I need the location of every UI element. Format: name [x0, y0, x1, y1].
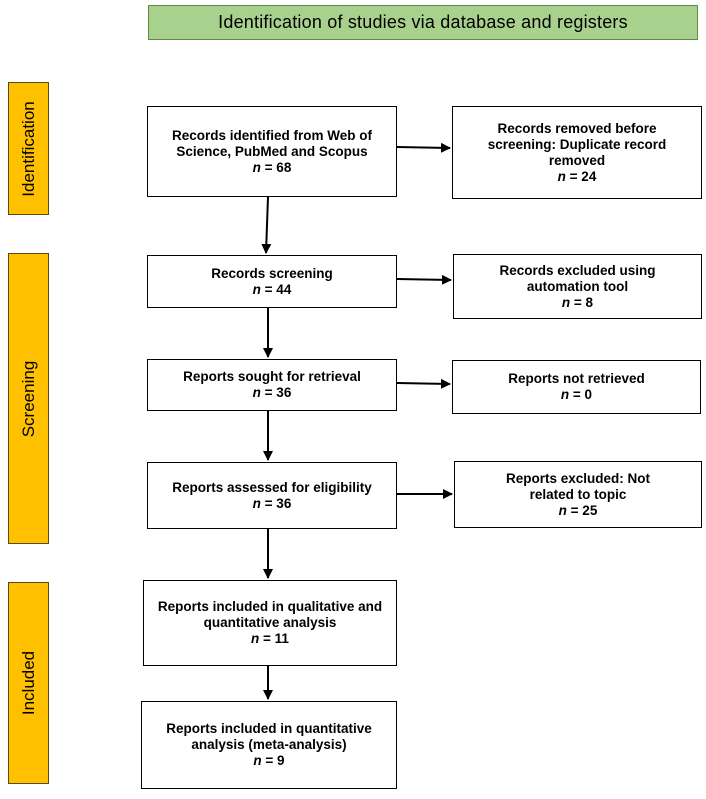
reports-excluded-count: n = 25 [558, 502, 598, 518]
records-screening-text: Records screening [211, 265, 333, 281]
reports-included-qual-text: Reports included in qualitative and quan… [157, 599, 383, 630]
reports-not-retrieved-box: Reports not retrieved n = 0 [452, 360, 701, 414]
records-identified-box: Records identified from Web of Science, … [147, 106, 397, 197]
records-screening-count: n = 44 [252, 281, 292, 297]
records-identified-text: Records identified from Web of Science, … [171, 127, 372, 159]
records-removed-count: n = 24 [557, 168, 597, 184]
reports-assessed-box: Reports assessed for eligibility n = 36 [147, 462, 397, 529]
reports-included-meta-text: Reports included in quantitative analysi… [166, 721, 372, 752]
reports-included-meta-box: Reports included in quantitative analysi… [141, 701, 397, 789]
reports-included-qual-box: Reports included in qualitative and quan… [143, 580, 397, 666]
records-screening-box: Records screening n = 44 [147, 255, 397, 308]
diagram-title: Identification of studies via database a… [148, 5, 698, 40]
phase-screening-label: Screening [18, 360, 38, 437]
phase-identification: Identification [8, 82, 49, 215]
reports-included-meta-count: n = 9 [253, 753, 285, 768]
arrow-sought-to-not-retrieved [396, 378, 451, 389]
records-removed-text: Records removed before screening: Duplic… [487, 120, 667, 168]
reports-excluded-text: Reports excluded: Not related to topic [505, 470, 651, 502]
reports-not-retrieved-count: n = 0 [560, 387, 593, 402]
arrow-identified-to-screening [261, 196, 272, 254]
records-excluded-count: n = 8 [561, 294, 594, 310]
reports-assessed-text: Reports assessed for eligibility [172, 479, 372, 495]
reports-excluded-box: Reports excluded: Not related to topic n… [454, 461, 702, 528]
phase-identification-label: Identification [18, 100, 38, 197]
phase-included: Included [8, 582, 49, 784]
arrow-identified-to-removed [396, 142, 451, 153]
phase-included-label: Included [18, 650, 38, 716]
diagram-title-text: Identification of studies via database a… [218, 12, 628, 32]
reports-sought-count: n = 36 [252, 385, 292, 400]
reports-sought-text: Reports sought for retrieval [183, 369, 361, 384]
reports-included-qual-count: n = 11 [251, 631, 289, 646]
records-excluded-box: Records excluded using automation tool n… [453, 254, 702, 319]
arrow-screening-to-excluded [396, 274, 452, 285]
phase-screening: Screening [8, 253, 49, 544]
records-identified-count: n = 68 [252, 159, 292, 175]
records-excluded-text: Records excluded using automation tool [499, 262, 656, 294]
reports-not-retrieved-text: Reports not retrieved [508, 371, 645, 386]
reports-sought-box: Reports sought for retrieval n = 36 [147, 359, 397, 411]
records-removed-box: Records removed before screening: Duplic… [452, 106, 702, 199]
reports-assessed-count: n = 36 [252, 495, 292, 511]
